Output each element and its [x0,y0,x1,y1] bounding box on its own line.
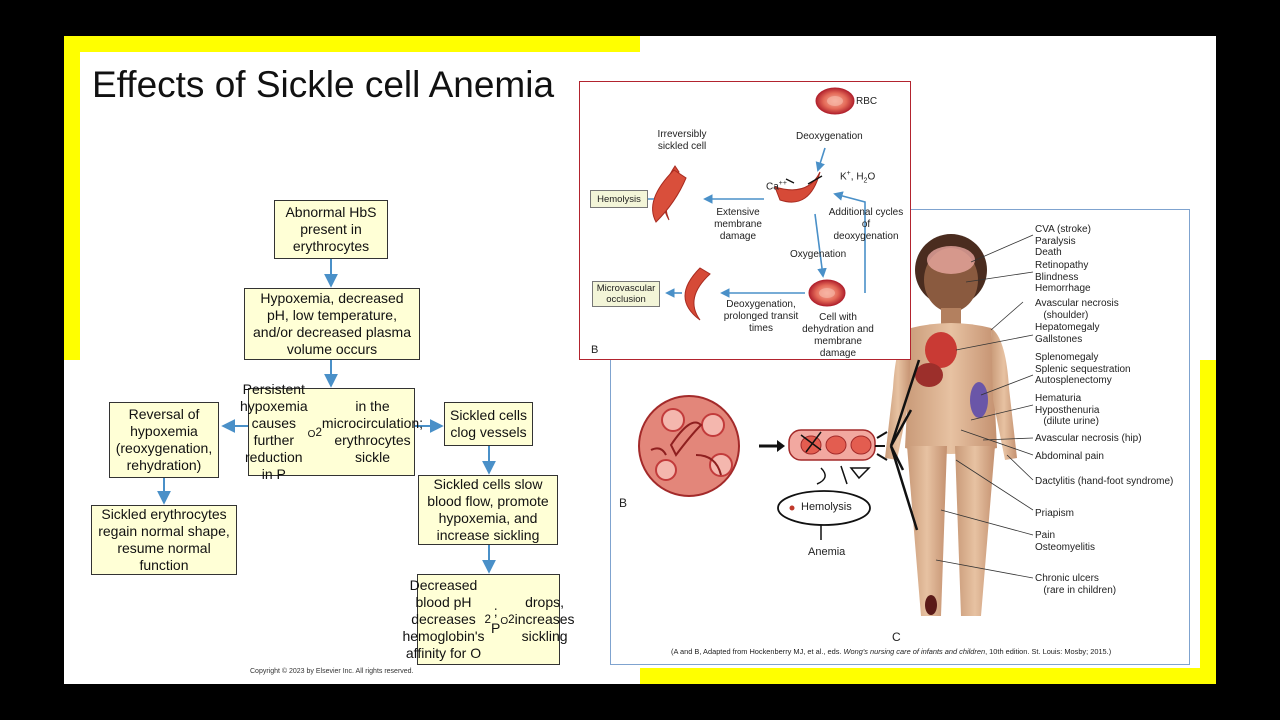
cell-with-dehydration-label: Cell with dehydration and membrane damag… [802,312,874,359]
flow-box-decreased-ph: Decreased blood pH decreases hemoglobin'… [402,574,575,665]
figure-c-label-5: Hematuria Hyposthenuria (dilute urine) [1035,393,1100,427]
oxygenation-label: Oxygenation [790,249,847,260]
figure-c-label-10: Pain Osteomyelitis [1035,530,1096,553]
figure-b-drawing [631,87,866,321]
figure-c-label-6: Avascular necrosis (hip) [1035,433,1142,444]
additional-cycles-label: Additional cycles of deoxygenation [828,207,904,242]
figure-c-label-11: Chronic ulcers (rare in children) [1035,573,1117,596]
irreversibly-sickled-label: Irreversibly sickled cell [657,129,707,152]
flow-box-abnormal-hbs: Abnormal HbS present in erythrocytes [274,200,388,259]
copyright: Copyright © 2023 by Elsevier Inc. All ri… [250,668,414,675]
flow-box-clog-vessels: Sickled cells clog vessels [444,402,533,446]
figure-c-label-9: Priapism [1035,508,1074,519]
microvascular-box: Microvascular occlusion [592,281,660,307]
deoxygenation-label: Deoxygenation [796,131,863,142]
k-h2o-label: K+, H2O [840,170,876,185]
figure-c-label-4: Splenomegaly Splenic sequestration Autos… [1035,352,1131,386]
slide-title: Effects of Sickle cell Anemia [92,64,555,105]
figure-c-drawing [638,234,1034,616]
slide: Effects of Sickle cell Anemia Abnormal H… [64,36,1216,684]
hemolysis-label: Hemolysis [801,501,852,513]
flow-box-regain-shape: Sickled erythrocytes regain normal shape… [91,505,237,575]
flow-box-slow-blood-flow: Sickled cells slow blood flow, promote h… [418,475,558,545]
figure-c-label-2: Avascular necrosis (shoulder) [1035,298,1119,321]
hemolysis-box: Hemolysis [590,190,648,208]
figure-c-caption: (A and B, Adapted from Hockenberry MJ, e… [671,647,1112,656]
figure-c-label-8: Dactylitis (hand-foot syndrome) [1035,476,1174,487]
figure-c-label-b: B [619,496,628,510]
figure-b-label: B [591,344,599,356]
flow-box-hypoxemia: Hypoxemia, decreased pH, low temperature… [244,288,420,360]
rbc-label: RBC [856,96,878,107]
figure-c-label-7: Abdominal pain [1035,451,1104,462]
figure-c-label-3: Hepatomegaly Gallstones [1035,322,1100,345]
figure-b-panel: RBC Deoxygenation Irreversibly sickled c… [579,81,911,360]
anemia-label: Anemia [808,546,846,558]
figure-c-label-0: CVA (stroke) Paralysis Death [1035,224,1091,258]
figure-c-label-c: C [892,630,901,644]
flow-box-reversal: Reversal of hypoxemia (reoxygenation, re… [109,402,219,478]
figure-c-label-1: Retinopathy Blindness Hemorrhage [1035,260,1091,294]
extensive-damage-label: Extensive membrane damage [714,207,762,242]
flow-box-persistent-hypoxemia: Persistent hypoxemia causes further redu… [239,381,424,482]
ca-label: Ca++ [766,180,787,193]
deoxygenation-prolonged-label: Deoxygenation, prolonged transit times [723,299,799,334]
child-figure [885,234,1017,616]
flowchart-arrows [157,259,496,574]
